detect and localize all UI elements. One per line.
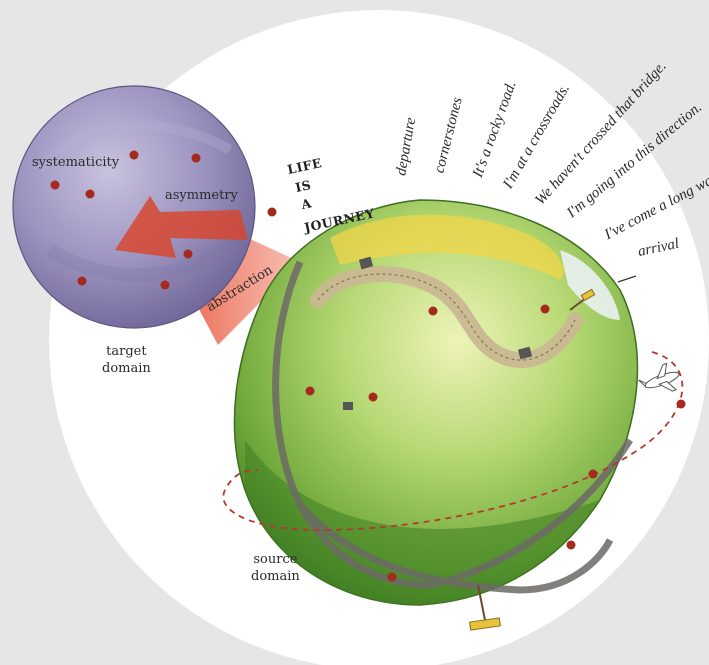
target-domain-line2: domain [102,360,151,377]
target-domain-label: target domain [102,343,151,377]
label-systematicity: systematicity [32,155,119,170]
title-dot [268,208,277,217]
label-asymmetry: asymmetry [165,188,238,203]
source-domain-label: source domain [251,551,300,585]
target-domain-line1: target [102,343,151,360]
source-domain-line1: source [251,551,300,568]
source-domain-line2: domain [251,568,300,585]
